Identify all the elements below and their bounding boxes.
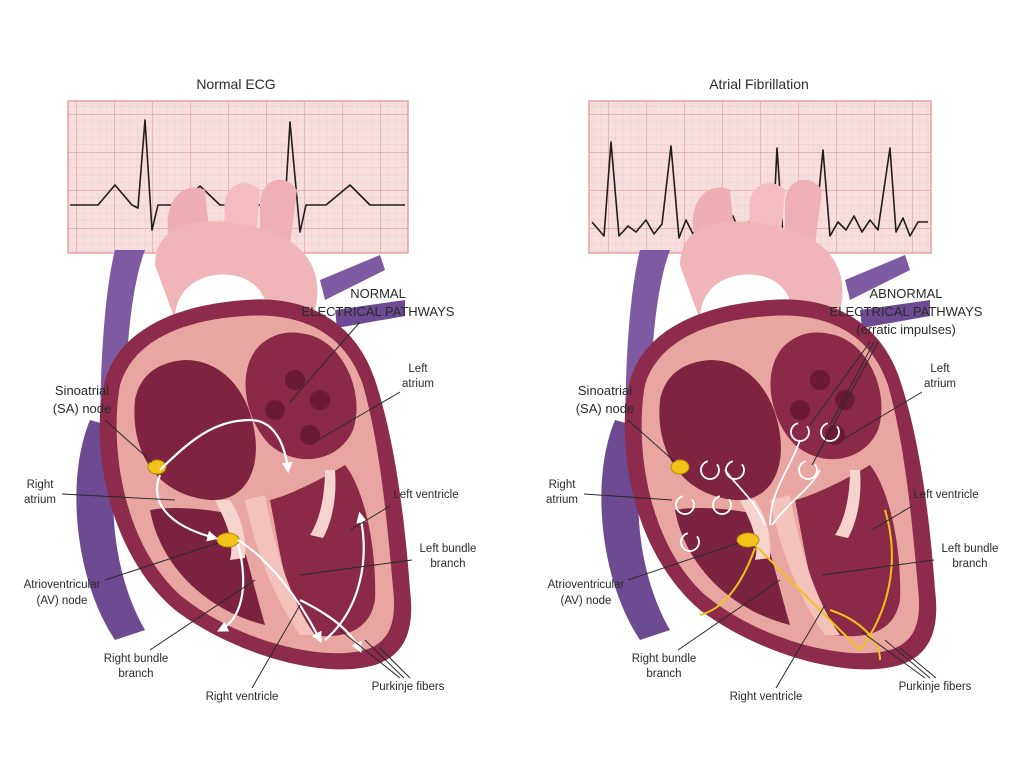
- svg-text:atrium: atrium: [402, 378, 434, 390]
- svg-text:branch: branch: [430, 558, 465, 570]
- normal-conduction-paths: [155, 418, 368, 653]
- afib-label-av-node: Atrioventricular: [548, 579, 625, 591]
- svg-text:atrium: atrium: [546, 494, 578, 506]
- afib-label-left-ventricle: Left ventricle: [913, 489, 978, 501]
- afib-label-right-atrium: Right: [549, 479, 577, 491]
- svg-text:branch: branch: [952, 558, 987, 570]
- afib-label-right-ventricle: Right ventricle: [730, 691, 803, 703]
- afib-heading-1: ABNORMAL: [870, 286, 943, 301]
- afib-label-left-atrium: Left: [930, 363, 950, 375]
- normal-heading-2: ELECTRICAL PATHWAYS: [302, 304, 455, 319]
- svg-text:atrium: atrium: [924, 378, 956, 390]
- svg-text:(AV) node: (AV) node: [561, 595, 612, 607]
- label-left-bundle: Left bundle: [420, 543, 477, 555]
- label-right-bundle: Right bundle: [104, 653, 169, 665]
- label-sa-node: Sinoatrial: [55, 383, 109, 398]
- normal-ecg-title: Normal ECG: [196, 76, 275, 92]
- sa-node-normal: [147, 459, 167, 475]
- normal-ecg-trace: [70, 119, 405, 233]
- av-node-normal: [216, 532, 240, 548]
- label-left-atrium: Left: [408, 363, 428, 375]
- label-right-atrium: Right: [27, 479, 55, 491]
- svg-text:branch: branch: [646, 668, 681, 680]
- svg-text:branch: branch: [118, 668, 153, 680]
- svg-text:atrium: atrium: [24, 494, 56, 506]
- afib-label-right-bundle: Right bundle: [632, 653, 697, 665]
- afib-ecg-title: Atrial Fibrillation: [709, 76, 809, 92]
- afib-heading-3: (erratic impulses): [856, 322, 956, 337]
- label-left-ventricle: Left ventricle: [393, 489, 458, 501]
- svg-text:(SA) node: (SA) node: [576, 401, 635, 416]
- label-purkinje: Purkinje fibers: [372, 681, 445, 693]
- afib-yellow-fibers: [699, 509, 893, 661]
- svg-text:(AV) node: (AV) node: [37, 595, 88, 607]
- svg-text:(SA) node: (SA) node: [53, 401, 112, 416]
- label-right-ventricle: Right ventricle: [206, 691, 279, 703]
- afib-heading-2: ELECTRICAL PATHWAYS: [830, 304, 983, 319]
- av-node-afib: [736, 532, 760, 548]
- label-av-node: Atrioventricular: [24, 579, 101, 591]
- afib-heart-illustration: ABNORMAL ELECTRICAL PATHWAYS (erratic im…: [546, 179, 999, 703]
- afib-label-purkinje: Purkinje fibers: [899, 681, 972, 693]
- normal-heart-illustration: NORMAL ELECTRICAL PATHWAYS Sinoatrial (S…: [24, 179, 477, 703]
- normal-heading-1: NORMAL: [350, 286, 406, 301]
- sa-node-afib: [670, 459, 690, 475]
- afib-erratic-impulses: [675, 422, 840, 552]
- afib-label-sa-node: Sinoatrial: [578, 383, 632, 398]
- afib-label-left-bundle: Left bundle: [942, 543, 999, 555]
